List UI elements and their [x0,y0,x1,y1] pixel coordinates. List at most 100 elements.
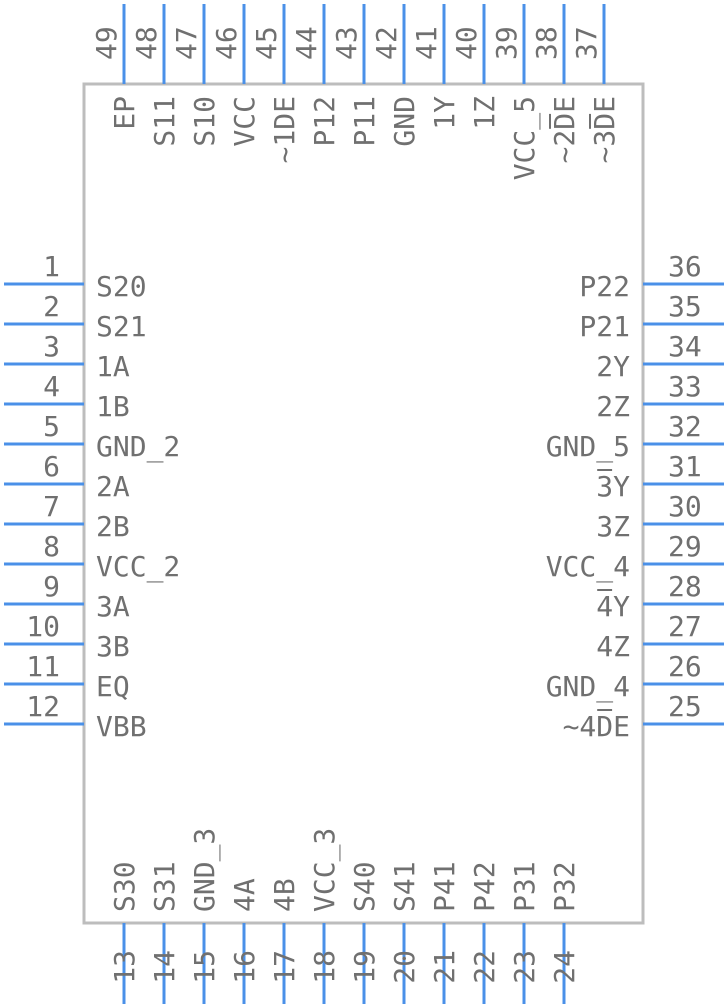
pin-label-p31: P31 [508,861,541,912]
pin-number-31: 31 [668,450,702,483]
pin-number-15: 15 [188,950,221,984]
pin-label-s31: S31 [148,861,181,912]
pin-number-43: 43 [330,26,363,60]
pin-number-49: 49 [90,26,123,60]
pin-number-2: 2 [43,290,60,323]
pin-label-p41: P41 [428,861,461,912]
pin-number-28: 28 [668,570,702,603]
pin-label-vcc-3: VCC_3 [308,828,342,912]
pin-label-s11: S11 [148,96,181,147]
pin-label-vbb: VBB [96,710,147,743]
pin-number-36: 36 [668,250,702,283]
pin-number-41: 41 [410,26,443,60]
pin-number-6: 6 [43,450,60,483]
pin-label-1a: 1A [96,350,130,383]
pin-number-19: 19 [348,950,381,984]
pin-number-45: 45 [250,26,283,60]
pin-number-7: 7 [43,490,60,523]
pin-number-18: 18 [308,950,341,984]
pin-label-2z: 2Z [596,390,630,423]
pin-label-gnd-3: GND_3 [188,828,222,912]
pin-label-3b: 3B [96,630,130,663]
pin-label-vcc: VCC [228,96,261,147]
pin-label-4y: 4Y [596,590,630,623]
pin-number-11: 11 [26,650,60,683]
pin-label-gnd: GND [388,96,421,147]
pin-number-42: 42 [370,26,403,60]
pin-label-4z: 4Z [596,630,630,663]
pin-number-25: 25 [668,690,702,723]
pin-number-32: 32 [668,410,702,443]
pin-number-1: 1 [43,250,60,283]
pin-label-p12: P12 [308,96,341,147]
pin-number-17: 17 [268,950,301,984]
pin-number-12: 12 [26,690,60,723]
pin-label-ep: EP [108,96,141,130]
pin-number-48: 48 [130,26,163,60]
pin-label-s20: S20 [96,270,147,303]
pin-number-30: 30 [668,490,702,523]
pin-label-3z: 3Z [596,510,630,543]
pin-label-4de: ~4DE [563,710,630,743]
pin-number-14: 14 [148,950,181,984]
pin-number-8: 8 [43,530,60,563]
pin-label-vcc-5: VCC_5 [508,96,542,180]
pin-number-24: 24 [548,950,581,984]
pin-number-37: 37 [570,26,603,60]
ic-body-outline [82,82,645,925]
pin-label-3y: 3Y [596,470,630,503]
pin-number-26: 26 [668,650,702,683]
pin-label-vcc-4: VCC_4 [546,550,630,584]
pin-label-s40: S40 [348,861,381,912]
pin-number-27: 27 [668,610,702,643]
pin-label-p22: P22 [579,270,630,303]
pin-label-2y: 2Y [596,350,630,383]
pin-label-s21: S21 [96,310,147,343]
pin-number-47: 47 [170,26,203,60]
pin-label-p42: P42 [468,861,501,912]
pin-label-4b: 4B [268,878,301,912]
pin-label-1de: ~1DE [268,96,301,163]
pin-number-44: 44 [290,26,323,60]
pin-number-9: 9 [43,570,60,603]
pin-number-33: 33 [668,370,702,403]
pin-number-20: 20 [388,950,421,984]
pin-number-4: 4 [43,370,60,403]
pin-number-16: 16 [228,950,261,984]
pin-number-34: 34 [668,330,702,363]
pin-number-35: 35 [668,290,702,323]
pin-label-3de: ~3DE [588,96,621,163]
pin-label-vcc-2: VCC_2 [96,550,180,584]
pin-label-2de: ~2DE [548,96,581,163]
pin-label-eq: EQ [96,670,130,703]
pin-number-29: 29 [668,530,702,563]
pin-number-5: 5 [43,410,60,443]
pin-number-40: 40 [450,26,483,60]
pin-number-10: 10 [26,610,60,643]
pin-label-s41: S41 [388,861,421,912]
pin-number-3: 3 [43,330,60,363]
pin-label-p11: P11 [348,96,381,147]
pin-label-s30: S30 [108,861,141,912]
pin-label-gnd-5: GND_5 [546,430,630,464]
pin-number-46: 46 [210,26,243,60]
pin-label-s10: S10 [188,96,221,147]
pin-number-21: 21 [428,950,461,984]
pin-number-22: 22 [468,950,501,984]
pin-label-1y: 1Y [428,96,461,130]
pin-label-4a: 4A [228,878,261,912]
pin-number-39: 39 [490,26,523,60]
pin-label-gnd-4: GND_4 [546,670,630,704]
pin-label-3a: 3A [96,590,130,623]
pin-number-13: 13 [108,950,141,984]
pin-label-2a: 2A [96,470,130,503]
pin-label-p21: P21 [579,310,630,343]
pin-label-p32: P32 [548,861,581,912]
pin-label-1z: 1Z [468,96,501,130]
pin-label-1b: 1B [96,390,130,423]
pin-number-38: 38 [530,26,563,60]
pin-number-23: 23 [508,950,541,984]
pin-label-2b: 2B [96,510,130,543]
pin-label-gnd-2: GND_2 [96,430,180,464]
